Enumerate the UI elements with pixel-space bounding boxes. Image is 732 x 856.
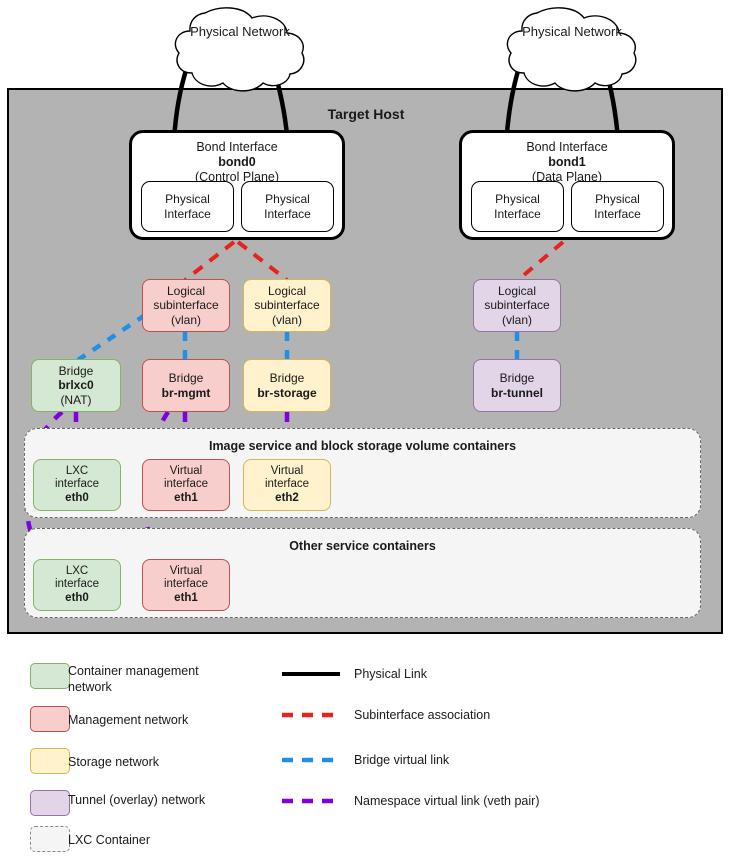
legend-label-container-mgmt: Container management network [68, 664, 199, 694]
bridge-br-mgmt[interactable]: Bridge br-mgmt [142, 359, 230, 412]
iface-line2: interface [163, 578, 209, 591]
iface-line1: Virtual [270, 464, 304, 477]
subinterface-line3: (vlan) [271, 312, 302, 327]
image-storage-containers-box: Image service and block storage volume c… [24, 428, 701, 518]
subinterface-line2: subinterface [484, 298, 550, 313]
bridge-line1: Bridge [58, 364, 94, 379]
iface-line2: interface [54, 578, 100, 591]
bond1-role: (Data Plane) [531, 169, 603, 184]
iface-line1: LXC [65, 564, 89, 577]
subinterface-line1: Logical [166, 284, 206, 299]
bond0-physical-interface-1[interactable]: Physical Interface [141, 181, 234, 232]
legend-label-subinterface-association: Subinterface association [354, 708, 491, 722]
bridge-line1: Bridge [499, 371, 535, 386]
bridge-line1: Bridge [269, 371, 305, 386]
physical-interface-label-line2: Interface [264, 206, 311, 221]
legend-label-bridge-virtual-link: Bridge virtual link [354, 753, 450, 767]
other-service-containers-title: Other service containers [289, 539, 436, 553]
image-container-virtual-eth2[interactable]: Virtual interface eth2 [243, 459, 331, 511]
cloud-right-label: Physical Network [512, 24, 632, 40]
bond0-title: Bond Interface [196, 140, 278, 154]
cloud-right-label-line2: Network [574, 24, 622, 39]
bridge-br-tunnel[interactable]: Bridge br-tunnel [473, 359, 561, 412]
legend-label-namespace-virtual-link: Namespace virtual link (veth pair) [354, 794, 540, 808]
iface-line1: Virtual [169, 464, 203, 477]
bond1-title: Bond Interface [526, 140, 608, 154]
image-container-virtual-eth1[interactable]: Virtual interface eth1 [142, 459, 230, 511]
iface-line3: eth0 [65, 491, 89, 504]
physical-interface-label-line1: Physical [265, 192, 310, 207]
subinterface-line1: Logical [497, 284, 537, 299]
other-service-containers-box: Other service containers [24, 528, 701, 618]
legend-label-management: Management network [68, 713, 189, 727]
logical-subinterface-tunnel[interactable]: Logical subinterface (vlan) [473, 279, 561, 332]
bridge-line2: br-storage [257, 385, 317, 400]
bond0-id: bond0 [218, 154, 256, 169]
bridge-brlxc0[interactable]: Bridge brlxc0 (NAT) [31, 359, 121, 412]
subinterface-line2: subinterface [153, 298, 219, 313]
bond1-physical-interface-2[interactable]: Physical Interface [571, 181, 664, 232]
legend-swatch-lxc-container [30, 826, 70, 852]
iface-line1: Virtual [169, 564, 203, 577]
cloud-left-label-line2: Network [242, 24, 290, 39]
bridge-line3: (NAT) [60, 392, 92, 407]
physical-interface-label-line1: Physical [495, 192, 540, 207]
bond1-id: bond1 [548, 154, 586, 169]
other-container-lxc-eth0[interactable]: LXC interface eth0 [33, 559, 121, 611]
physical-interface-label-line2: Interface [594, 206, 641, 221]
bridge-line2: brlxc0 [58, 378, 94, 393]
subinterface-line3: (vlan) [501, 312, 532, 327]
iface-line2: interface [264, 478, 310, 491]
bridge-line1: Bridge [168, 371, 204, 386]
legend-label-tunnel: Tunnel (overlay) network [68, 793, 206, 807]
legend-label-storage: Storage network [68, 755, 160, 769]
bridge-line2: br-mgmt [161, 385, 211, 400]
subinterface-line3: (vlan) [170, 312, 201, 327]
physical-interface-label-line1: Physical [595, 192, 640, 207]
physical-interface-label-line2: Interface [164, 206, 211, 221]
cloud-left-label-line1: Physical [190, 24, 239, 39]
iface-line2: interface [54, 478, 100, 491]
iface-line3: eth1 [174, 491, 198, 504]
legend-swatch-management [30, 706, 70, 732]
page-title: Target Host [327, 106, 405, 122]
bridge-line2: br-tunnel [491, 385, 543, 400]
bond0-role: (Control Plane) [194, 169, 280, 184]
legend-label-physical-link: Physical Link [354, 667, 427, 681]
legend-label-lxc-container: LXC Container [68, 833, 150, 847]
bridge-br-storage[interactable]: Bridge br-storage [243, 359, 331, 412]
legend-swatch-tunnel [30, 790, 70, 816]
physical-interface-label-line1: Physical [165, 192, 210, 207]
legend-swatch-container-mgmt [30, 663, 70, 689]
cloud-left-label: Physical Network [180, 24, 300, 40]
bond0-physical-interface-2[interactable]: Physical Interface [241, 181, 334, 232]
iface-line3: eth2 [275, 491, 299, 504]
iface-line3: eth1 [174, 591, 198, 604]
logical-subinterface-mgmt[interactable]: Logical subinterface (vlan) [142, 279, 230, 332]
physical-interface-label-line2: Interface [494, 206, 541, 221]
image-storage-containers-title: Image service and block storage volume c… [208, 439, 517, 453]
iface-line2: interface [163, 478, 209, 491]
subinterface-line2: subinterface [254, 298, 320, 313]
iface-line3: eth0 [65, 591, 89, 604]
logical-subinterface-storage[interactable]: Logical subinterface (vlan) [243, 279, 331, 332]
other-container-virtual-eth1[interactable]: Virtual interface eth1 [142, 559, 230, 611]
iface-line1: LXC [65, 464, 89, 477]
cloud-right-label-line1: Physical [522, 24, 571, 39]
subinterface-line1: Logical [267, 284, 307, 299]
image-container-lxc-eth0[interactable]: LXC interface eth0 [33, 459, 121, 511]
legend-swatch-storage [30, 748, 70, 774]
bond1-physical-interface-1[interactable]: Physical Interface [471, 181, 564, 232]
